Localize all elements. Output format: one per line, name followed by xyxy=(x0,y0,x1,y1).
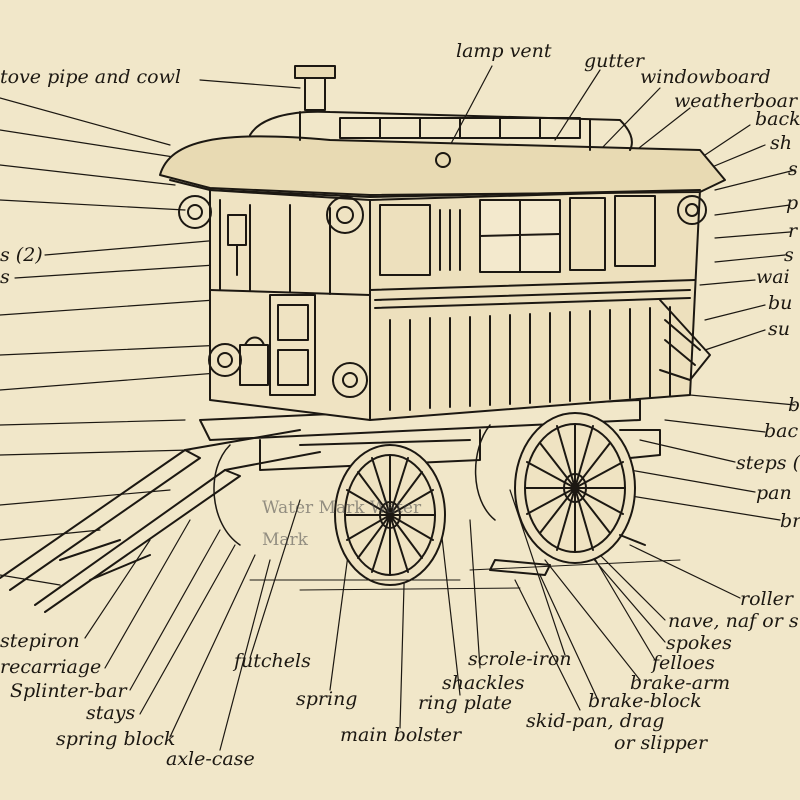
label-bac: bac xyxy=(764,420,799,442)
label-windowboard: windowboard xyxy=(640,66,771,88)
label-scrole-iron: scrole-iron xyxy=(468,648,572,670)
far-wheels xyxy=(213,424,496,546)
label-spring: spring xyxy=(296,688,358,710)
label-right-p: p xyxy=(786,192,799,214)
label-brake-arm: brake-arm xyxy=(630,672,731,694)
label-right-s: s xyxy=(788,158,798,180)
label-spring-block: spring block xyxy=(56,728,176,750)
rear-wheel xyxy=(514,412,636,564)
label-brackets: s (2) xyxy=(0,244,43,266)
label-back: back xyxy=(755,108,800,130)
label-left-s: s xyxy=(0,266,10,288)
label-nave: nave, naf or s xyxy=(668,610,799,632)
label-spokes: spokes xyxy=(666,632,732,654)
label-brake-block: brake-block xyxy=(588,690,702,712)
label-right-r: r xyxy=(788,220,798,242)
wagon-body xyxy=(178,189,707,421)
watermark-line-1: Water Mark Water xyxy=(262,498,422,518)
label-b: b xyxy=(788,394,800,416)
label-shackles: shackles xyxy=(442,672,525,694)
lamp-and-kettle xyxy=(227,214,269,386)
label-stepiron: stepiron xyxy=(0,630,80,652)
back-steps xyxy=(659,299,711,381)
label-roller: roller xyxy=(740,588,794,610)
label-ring-plate: ring plate xyxy=(418,692,513,714)
label-su: su xyxy=(768,318,790,340)
label-forecarriage: recarriage xyxy=(0,656,102,678)
watermark-line-2: Mark xyxy=(262,530,308,550)
label-br: br xyxy=(780,510,800,532)
label-or-slipper: or slipper xyxy=(614,732,708,754)
label-stays: stays xyxy=(86,702,136,724)
label-sh: sh xyxy=(770,132,792,154)
label-pan: pan xyxy=(756,482,792,504)
wagon-roof xyxy=(159,65,726,198)
label-stove-pipe-and-cowl: tove pipe and cowl xyxy=(0,66,181,88)
shafts xyxy=(0,429,321,613)
ground xyxy=(249,559,681,591)
label-main-bolster: main bolster xyxy=(340,724,462,746)
label-futchels: futchels xyxy=(234,650,311,672)
label-splinter-bar: Splinter-bar xyxy=(10,680,127,702)
label-steps: steps ( xyxy=(736,452,800,474)
label-skid-pan: skid-pan, drag xyxy=(526,710,665,732)
skid-pan xyxy=(489,534,646,576)
label-gutter: gutter xyxy=(584,50,644,72)
front-wheel xyxy=(334,444,446,586)
label-bu: bu xyxy=(768,292,793,314)
label-axle-case: axle-case xyxy=(166,748,255,770)
label-lamp-vent: lamp vent xyxy=(456,40,552,62)
label-felloes: felloes xyxy=(652,652,715,674)
label-right-s2: s xyxy=(784,244,794,266)
label-weatherboard: weatherboar xyxy=(674,90,798,112)
label-waist: wai xyxy=(756,266,790,288)
